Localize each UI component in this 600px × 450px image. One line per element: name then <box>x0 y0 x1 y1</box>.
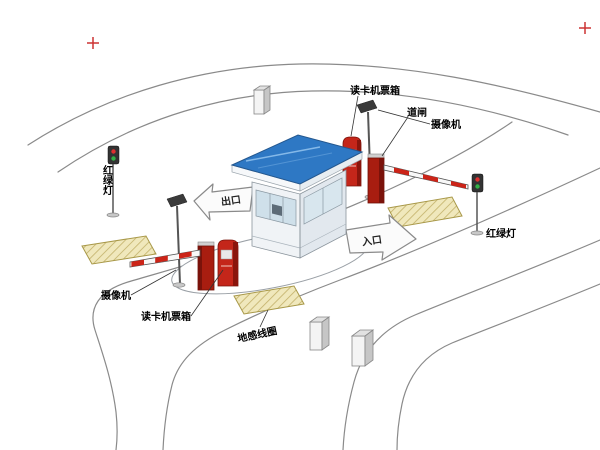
pillar-front <box>253 89 265 115</box>
label-traffic-light-left: 红绿灯 <box>101 164 113 196</box>
traffic-light-right-base <box>470 230 484 236</box>
direction-arrows: 出口 入口 <box>193 183 417 261</box>
entrance-arrow <box>345 214 417 261</box>
traffic-light-left-head <box>107 145 120 165</box>
arm-stripe <box>155 255 168 263</box>
camera-pole-left-base <box>172 282 186 288</box>
pillar-top <box>252 85 272 115</box>
arm-stripe <box>423 174 438 183</box>
leader-camera-left <box>130 269 177 296</box>
booth-roof <box>230 134 364 185</box>
red-light <box>475 177 480 182</box>
ground-loops <box>81 196 463 315</box>
green-light <box>111 156 116 161</box>
camera-left-head <box>166 193 188 208</box>
ground-loop-left <box>81 235 157 265</box>
pillar-bottom-left <box>308 316 331 351</box>
entrance-label: 入口 <box>361 234 382 249</box>
booth-monitor <box>272 204 282 216</box>
booth-panel-seam-right <box>299 223 347 249</box>
booth-panel-seam-left <box>251 235 301 249</box>
road-bottomright-inner-edge <box>396 283 600 450</box>
card-reader-left-shade <box>233 242 238 286</box>
traffic-light-left-base <box>106 212 120 218</box>
exit-equipment-cluster <box>129 193 239 291</box>
pillar-side <box>263 85 271 115</box>
green-light <box>475 184 480 189</box>
pillar-cap <box>350 329 375 337</box>
label-camera-left: 摄像机 <box>101 289 131 302</box>
leader-camera-right <box>377 109 431 125</box>
label-card-reader-left: 读卡机票箱 <box>141 310 191 323</box>
road-top-inner-edge <box>57 90 569 173</box>
guard-booth <box>230 134 364 259</box>
card-reader-left-panel <box>220 249 233 260</box>
exit-label: 出口 <box>220 193 242 209</box>
barrier-housing-left-shade <box>198 246 202 290</box>
traffic-light-right <box>470 173 484 236</box>
pillar-side <box>321 316 330 351</box>
barrier-arm-left-stripes <box>131 251 192 267</box>
arm-stripe <box>451 181 466 189</box>
leader-card-reader-top <box>350 95 359 137</box>
entrance-equipment-cluster <box>342 99 469 204</box>
traffic-light-right-head <box>471 173 484 193</box>
barrier-arm-right-stripes <box>394 167 466 189</box>
pillar-bottom-right <box>350 329 375 367</box>
arm-stripe <box>131 259 144 267</box>
leader-ground-loop <box>259 309 269 328</box>
leader-lines <box>130 95 431 328</box>
camera-right-head <box>356 99 378 114</box>
label-ground-loop: 地感线圈 <box>236 324 278 345</box>
roof-highlight <box>257 152 333 169</box>
crop-mark-right <box>579 22 591 34</box>
roof-highlight <box>245 146 321 162</box>
pillar-cap <box>252 85 272 91</box>
ground-loop-right <box>387 196 463 228</box>
pillar-cap <box>308 316 331 323</box>
camera-pole-left <box>176 205 181 285</box>
road-top-outer-edge <box>27 63 600 146</box>
card-reader-right-shade <box>357 140 361 186</box>
red-light <box>111 149 116 154</box>
label-card-reader-top: 读卡机票箱 <box>350 84 400 97</box>
road-main-lower-edge <box>162 167 600 450</box>
leader-barrier-gate <box>381 116 409 157</box>
exit-arrow <box>193 183 254 221</box>
crop-mark-left <box>87 37 99 49</box>
road-bottomright-outer-edge <box>342 239 600 450</box>
barrier-housing-right-shade <box>379 158 384 203</box>
arm-stripe <box>394 167 409 176</box>
leader-card-reader-left <box>190 269 224 317</box>
ground-loop-bottom <box>233 285 305 315</box>
label-barrier-gate: 道闸 <box>407 106 427 119</box>
traffic-light-left <box>106 145 120 218</box>
arm-stripe <box>179 251 192 259</box>
pillar-front <box>309 321 323 351</box>
pillar-front <box>351 335 366 367</box>
label-traffic-light-right: 红绿灯 <box>486 227 516 240</box>
label-camera-right: 摄像机 <box>431 118 461 131</box>
